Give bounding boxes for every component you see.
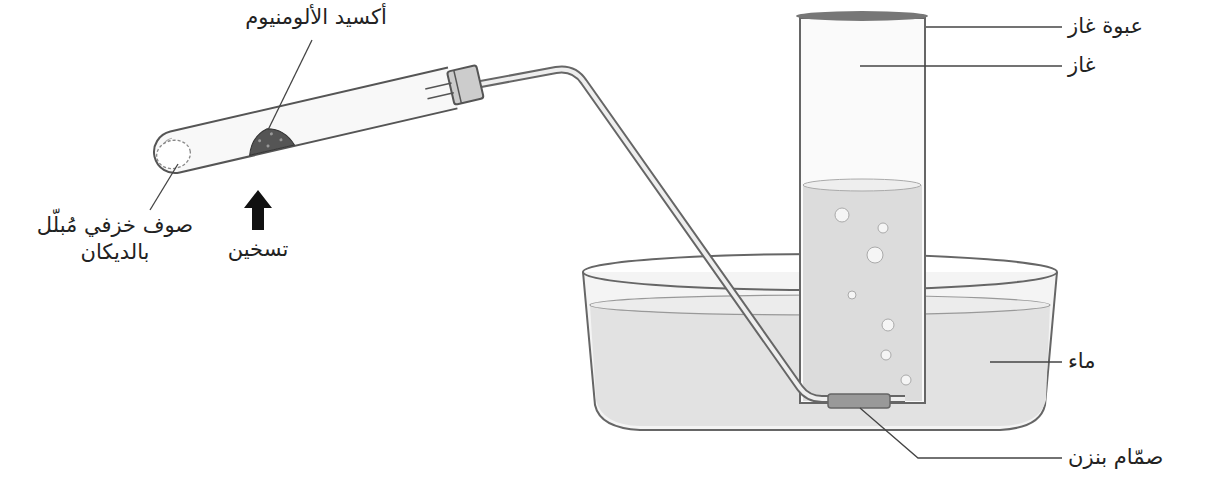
leader-lines <box>150 27 1062 458</box>
delivery-tube <box>470 70 905 400</box>
test-tube <box>150 61 485 177</box>
ceramic-wool <box>154 137 193 172</box>
part-label: عبوة غاز <box>1068 13 1143 40</box>
part-label: صوف خزفي مُبلّل بالديكان <box>10 212 220 267</box>
bunsen-valve <box>828 394 890 408</box>
part-label: صمّام بنزن <box>1068 444 1163 471</box>
part-label: أكسيد الألومنيوم <box>245 4 386 31</box>
stopper <box>447 65 484 105</box>
aluminium-oxide <box>245 124 295 156</box>
gas-jar <box>796 11 928 403</box>
part-label: ماء <box>1068 348 1096 375</box>
heating-arrow <box>244 190 272 230</box>
part-label: تسخين <box>228 236 288 263</box>
part-label: غاز <box>1068 52 1096 79</box>
